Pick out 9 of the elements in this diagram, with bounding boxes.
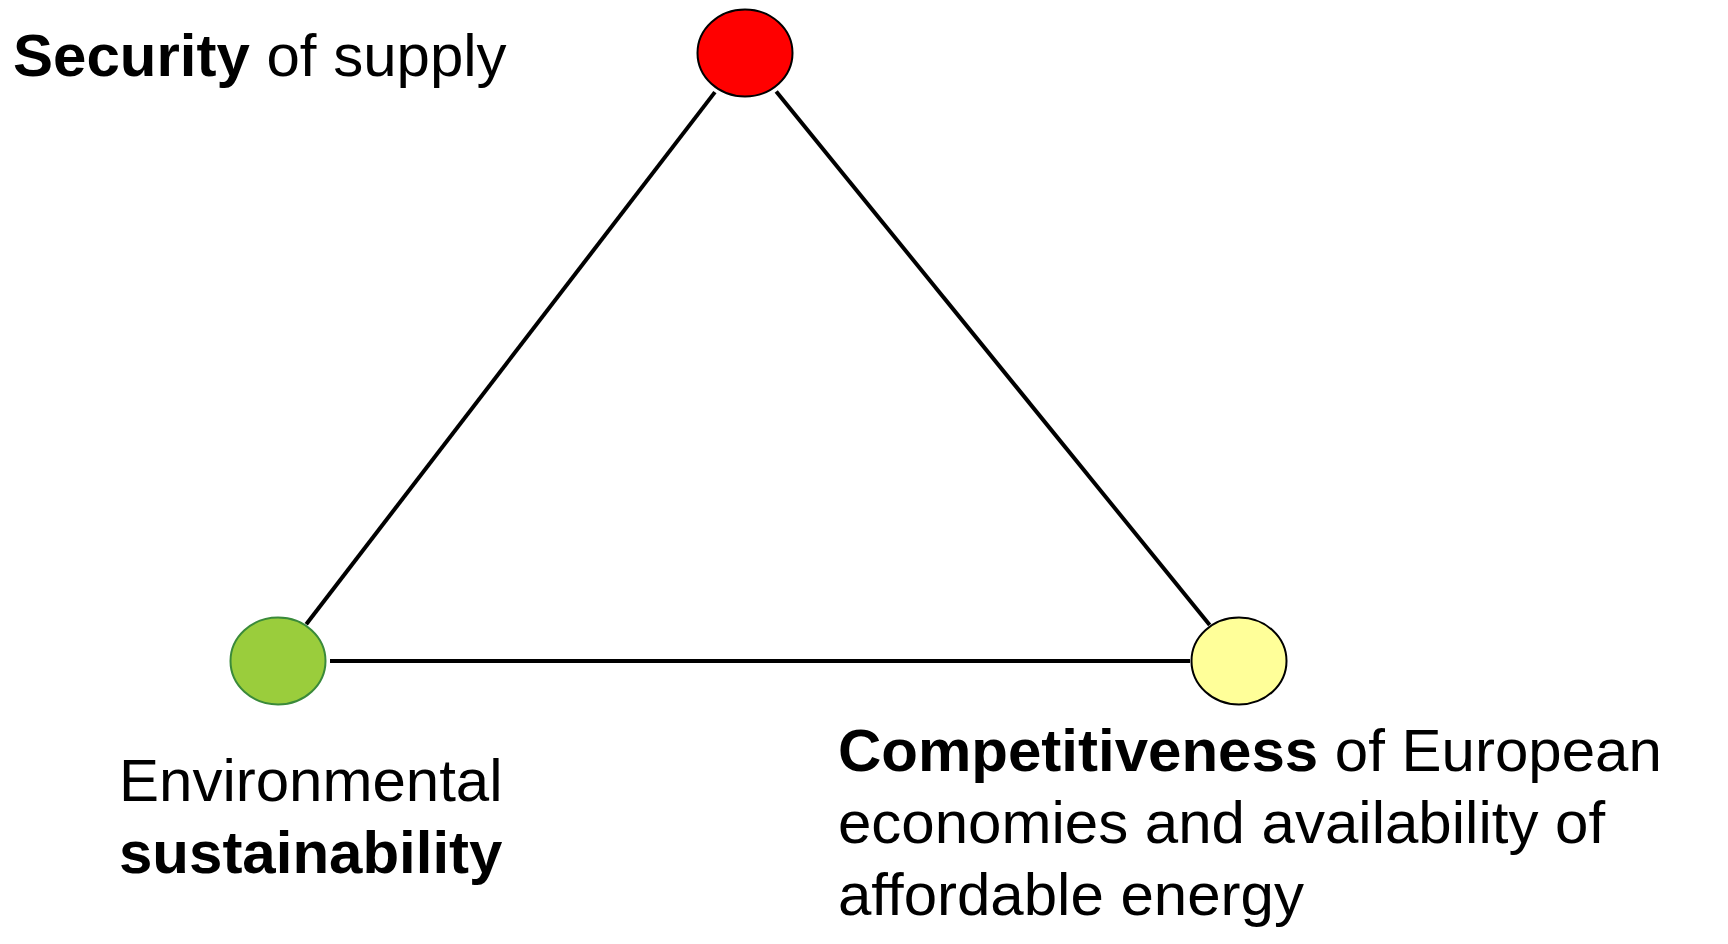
circle-node — [696, 8, 794, 98]
connector-line — [304, 90, 717, 626]
node-caption: Environmental sustainability — [119, 746, 504, 888]
circle-node — [229, 616, 327, 706]
connector-line — [330, 659, 1190, 663]
node-caption: Security of supply — [13, 21, 508, 91]
circle-node — [1190, 616, 1288, 706]
connector-line — [774, 90, 1212, 627]
node-caption: Competitiveness of European economies and availability of affordable energy — [838, 716, 1663, 930]
